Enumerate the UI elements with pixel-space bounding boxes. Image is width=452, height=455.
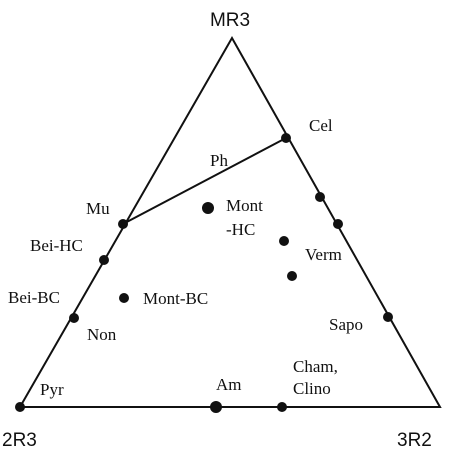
point-pyr [15,402,25,412]
point-cel [281,133,291,143]
point-interior-1 [279,236,289,246]
vertex-label-bottom-left: 2R3 [2,430,37,451]
label-cham-clino-line1: Cham, [293,357,338,376]
point-bei-bc [69,313,79,323]
point-mu [118,219,128,229]
label-mont-hc-line1: Mont [226,196,263,215]
point-mont-bc [119,293,129,303]
label-mont-hc-line2: -HC [226,220,255,239]
point-cham-clino [277,402,287,412]
tie-line-mu-cel [122,137,287,225]
label-verm: Verm [305,245,342,264]
point-sapo [383,312,393,322]
point-verm [287,271,297,281]
label-mu: Mu [86,199,110,218]
label-ph: Ph [210,151,228,170]
point-edge-right-2 [333,219,343,229]
label-bei-bc: Bei-BC [8,288,60,307]
point-edge-right-1 [315,192,325,202]
label-mont-bc: Mont-BC [143,289,208,308]
point-bei-hc [99,255,109,265]
vertex-label-bottom-right: 3R2 [397,430,432,451]
label-cham-clino-line2: Clino [293,379,331,398]
label-am: Am [216,375,242,394]
vertex-label-top: MR3 [210,10,250,31]
label-non: Non [87,325,117,344]
point-am [210,401,222,413]
label-pyr: Pyr [40,380,64,399]
label-bei-hc: Bei-HC [30,236,83,255]
point-mont-hc [202,202,214,214]
label-sapo: Sapo [329,315,363,334]
label-cel: Cel [309,116,333,135]
